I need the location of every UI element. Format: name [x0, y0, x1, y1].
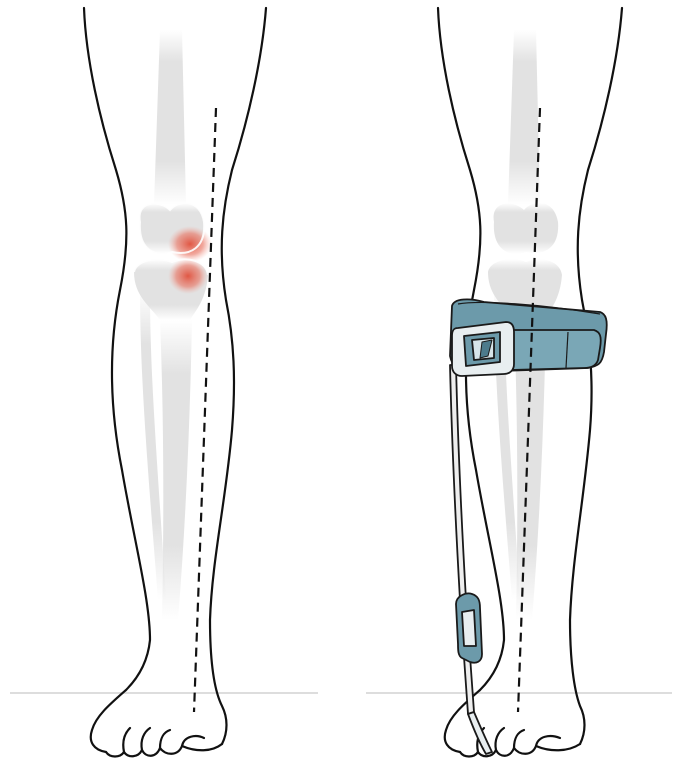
brace-foot-plate — [468, 712, 492, 754]
bones-left — [134, 30, 208, 620]
leg-with-brace — [438, 8, 622, 757]
alignment-line-left — [194, 108, 216, 712]
brace-strap-panel — [510, 330, 601, 370]
leg-without-brace — [84, 8, 266, 757]
